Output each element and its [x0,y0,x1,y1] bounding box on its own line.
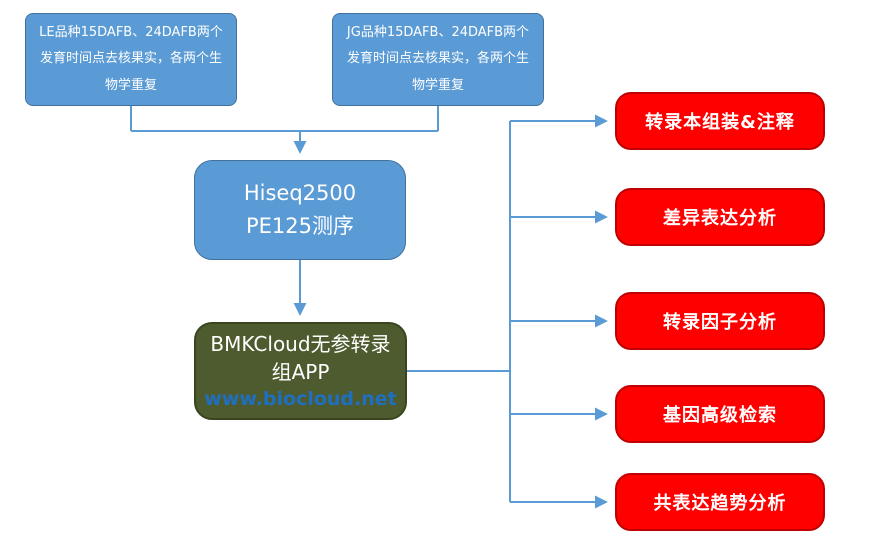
node-sequencing-line2: PE125测序 [245,214,354,238]
node-platform-url[interactable]: www.biocloud.net [204,387,397,410]
node-input-jg-label: JG品种15DAFB、24DAFB两个发育时间点去核果实，各两个生物学重复 [346,24,530,93]
node-input-jg: JG品种15DAFB、24DAFB两个发育时间点去核果实，各两个生物学重复 [332,13,544,106]
node-platform: BMKCloud无参转录组APP www.biocloud.net [194,322,407,420]
node-output-coexpression-trend: 共表达趋势分析 [615,473,825,531]
node-input-le-label: LE品种15DAFB、24DAFB两个发育时间点去核果实，各两个生物学重复 [39,24,223,93]
node-output-gene-search-label: 基因高级检索 [663,405,777,426]
node-input-le: LE品种15DAFB、24DAFB两个发育时间点去核果实，各两个生物学重复 [25,13,237,106]
node-sequencing-line1: Hiseq2500 [243,181,357,206]
node-platform-title: BMKCloud无参转录组APP [210,331,391,384]
node-output-differential-expression-label: 差异表达分析 [663,208,777,229]
node-output-transcription-factor: 转录因子分析 [615,292,825,350]
node-output-assembly-annotation-label: 转录本组装&注释 [645,112,795,133]
node-output-gene-search: 基因高级检索 [615,385,825,443]
node-output-transcription-factor-label: 转录因子分析 [663,312,777,333]
node-output-assembly-annotation: 转录本组装&注释 [615,92,825,150]
node-output-differential-expression: 差异表达分析 [615,188,825,246]
node-output-coexpression-trend-label: 共表达趋势分析 [653,493,787,514]
node-sequencing: Hiseq2500 PE125测序 [194,160,406,260]
